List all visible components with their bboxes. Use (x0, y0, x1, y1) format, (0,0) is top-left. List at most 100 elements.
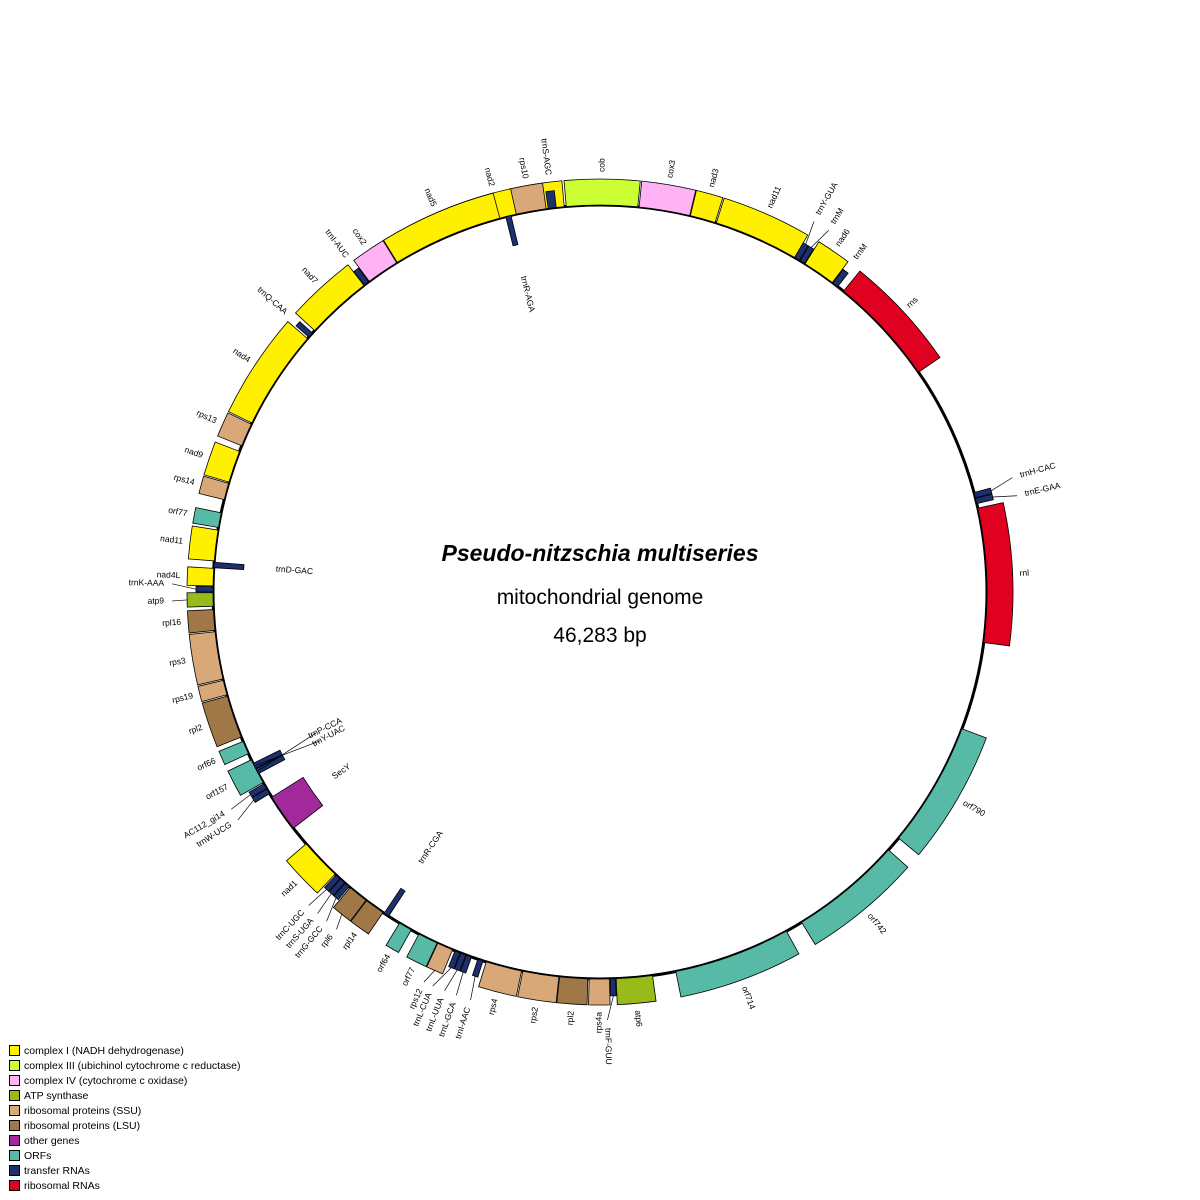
gene-nad5-block (383, 192, 501, 263)
gene-callout-line (326, 897, 337, 922)
gene-orf790-block (898, 728, 987, 856)
gene-callout-line (470, 976, 476, 1001)
gene-label: nad4L (157, 569, 181, 580)
gene-trnf-guu-block (609, 978, 617, 997)
gene-label: rpl16 (162, 617, 182, 628)
gene-callout-line (990, 477, 1013, 492)
legend-item-oth: other genes (9, 1133, 241, 1148)
legend-label: ribosomal proteins (SSU) (24, 1104, 142, 1117)
gene-callout-line (607, 995, 614, 1021)
legend-label: complex III (ubichinol cytochrome c redu… (24, 1059, 241, 1072)
genome-title: Pseudo-nitzschia multiseries (441, 540, 759, 566)
gene-label: rns (904, 294, 919, 309)
genome-subtitle: mitochondrial genome (496, 586, 704, 609)
legend-item-c3: complex III (ubichinol cytochrome c redu… (9, 1058, 241, 1073)
gene-cob-block (563, 178, 641, 208)
gene-label: rps4a (593, 1012, 603, 1034)
gene-trns-agc-block (545, 190, 557, 209)
gene-callout-line (805, 221, 815, 245)
legend-label: ribosomal RNAs (24, 1179, 100, 1192)
gene-rps12-block (426, 942, 454, 975)
gene-label: rps14 (173, 472, 196, 487)
gene-label: rps4 (486, 997, 500, 1016)
legend-item-c1: complex I (NADH dehydrogenase) (9, 1043, 241, 1058)
legend-item-orf: ORFs (9, 1148, 241, 1163)
gene-nad4l-block (186, 566, 215, 587)
gene-nad4-block (227, 321, 309, 424)
legend-item-ssu: ribosomal proteins (SSU) (9, 1103, 241, 1118)
gene-label: cob (596, 158, 606, 172)
gene-label: trnI-AAC (453, 1006, 472, 1040)
gene-trnq-caa-block (295, 321, 313, 338)
gene-orf66-block (218, 740, 249, 766)
gene-label: orf66 (195, 755, 217, 772)
gene-callout-line (308, 889, 327, 906)
gene-label: nad6 (833, 227, 852, 248)
gene-rps3-block (188, 631, 224, 686)
gene-trnl-cua-block (448, 950, 461, 970)
gene-callout-line (254, 740, 321, 767)
gene-label: orf64 (374, 952, 393, 974)
gene-trnl-uua-block (454, 952, 467, 972)
gene-rps13-block (217, 412, 252, 447)
gene-atp9-block (186, 592, 214, 608)
gene-cox3-block (638, 180, 697, 217)
gene-secy-block (271, 776, 324, 829)
legend-swatch (9, 1075, 20, 1086)
gene-label: rps19 (171, 690, 194, 705)
gene-ac112-gi14-block (248, 783, 268, 798)
gene-label: atp9 (147, 595, 164, 605)
gene-rnl-block (977, 502, 1014, 647)
gene-label: orf77 (167, 505, 188, 518)
gene-trni-aac-block (471, 958, 484, 978)
gene-label: nad7 (300, 265, 320, 286)
gene-label: rnl (1019, 568, 1029, 578)
gene-callout-line (237, 799, 254, 821)
legend-swatch (9, 1135, 20, 1146)
legend-item-rrna: ribosomal RNAs (9, 1178, 241, 1193)
gene-trne-gaa-block (975, 493, 994, 505)
legend-label: ATP synthase (24, 1089, 89, 1102)
gene-rpl16-block (187, 609, 216, 634)
gene-label: rps13 (195, 408, 219, 426)
gene-trni-auc-block (353, 267, 370, 286)
gene-callout-line (336, 914, 343, 930)
legend-swatch (9, 1150, 20, 1161)
legend-label: transfer RNAs (24, 1164, 90, 1177)
gene-label: SecY (330, 761, 353, 781)
gene-label: trnI-AUC (323, 227, 351, 259)
gene-label: nad9 (183, 444, 204, 460)
gene-trnh-cac-block (973, 487, 993, 499)
gene-label: trnM (851, 242, 869, 262)
gene-nad9-block (203, 441, 240, 483)
legend-label: other genes (24, 1134, 80, 1147)
gene-trnm-block (832, 268, 849, 288)
legend-label: complex I (NADH dehydrogenase) (24, 1044, 184, 1057)
gene-rpl14-block (350, 900, 384, 935)
gene-nad1-block (285, 843, 336, 894)
gene-trnc-ugc-block (323, 874, 341, 892)
gene-orf77-block (406, 933, 438, 968)
gene-label: trnE-GAA (1024, 480, 1062, 498)
legend-item-atp: ATP synthase (9, 1088, 241, 1103)
gene-rps4-block (478, 961, 522, 997)
gene-atp6-block (615, 974, 657, 1006)
legend-swatch (9, 1105, 20, 1116)
gene-callout-line (432, 967, 452, 987)
gene-label: trnK-AAA (129, 577, 165, 588)
gene-label: rps3 (168, 655, 186, 668)
legend-swatch (9, 1180, 20, 1191)
gene-rns-block (842, 270, 941, 373)
gene-callout-line (810, 229, 829, 248)
gene-callout-line (992, 495, 1018, 498)
gene-orf77-block (192, 507, 222, 528)
gene-label: orf714 (740, 985, 758, 1011)
gene-label: orf77 (399, 965, 417, 987)
gene-trnl-gca-block (459, 954, 472, 974)
legend-item-trna: transfer RNAs (9, 1163, 241, 1178)
gene-label: rpl14 (340, 930, 359, 951)
gene-callout-line (256, 732, 317, 772)
gene-callout-line (456, 972, 464, 996)
gene-nad11-block (187, 525, 219, 562)
